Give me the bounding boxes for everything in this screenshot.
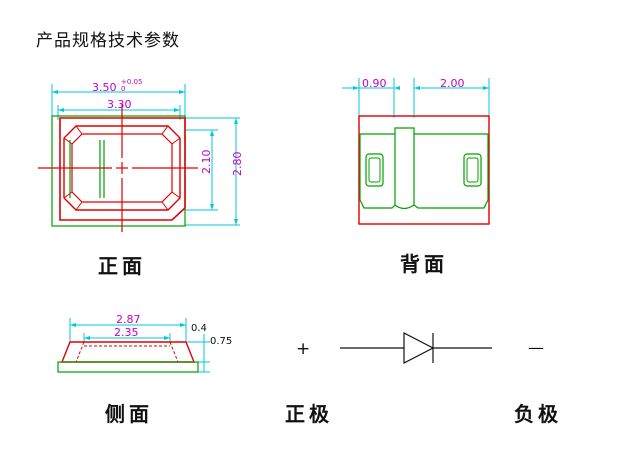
side-view: 2.87 2.35 0.4 0.75 (57, 313, 232, 373)
page-title: 产品规格技术参数 (36, 31, 180, 51)
positive-label: 正极 (285, 402, 333, 426)
front-dim-inner-width: 3.30 (107, 98, 132, 111)
side-dim-top: 2.87 (116, 313, 141, 326)
front-view-caption: 正面 (98, 254, 146, 278)
front-dim-tol-upper: +0.05 (121, 78, 142, 86)
side-dim-small: 0.4 (191, 323, 207, 334)
front-dim-outer-width: 3.50 (92, 81, 117, 94)
side-dim-height: 0.75 (210, 336, 232, 347)
back-dim-right: 2.00 (440, 77, 465, 90)
front-view: 3.50 +0.05 0 3.30 2.10 2.80 (38, 78, 244, 232)
front-dim-inner-height: 2.10 (200, 150, 213, 175)
back-view: 0.90 2.00 (342, 77, 490, 225)
front-dim-tol-lower: 0 (121, 85, 125, 93)
front-dim-outer-height: 2.80 (231, 152, 244, 177)
back-dim-left: 0.90 (362, 77, 387, 90)
negative-symbol: — (528, 338, 544, 357)
diode-symbol (340, 332, 492, 364)
positive-symbol: + (296, 339, 310, 359)
side-view-caption: 侧面 (105, 402, 153, 426)
side-dim-bottom: 2.35 (114, 326, 139, 339)
negative-label: 负极 (514, 402, 562, 426)
back-view-caption: 背面 (400, 252, 448, 276)
